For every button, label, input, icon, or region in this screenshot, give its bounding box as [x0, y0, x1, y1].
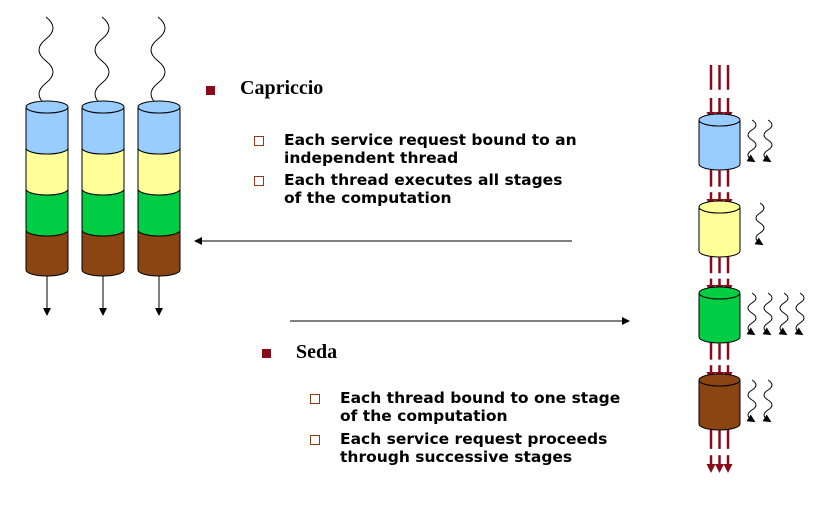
capriccio-stage-3 [81, 188, 125, 237]
thread-squiggle-icon [746, 292, 757, 336]
seda-stage-3 [698, 292, 741, 344]
capriccio-stage-1-top [81, 100, 125, 114]
seda-point-2: Each service request proceeds through su… [340, 430, 608, 466]
capriccio-stage-1 [137, 106, 181, 155]
capriccio-stage-1 [25, 106, 69, 155]
capriccio-stage-2 [25, 147, 69, 196]
thread-squiggle-icon [746, 119, 757, 163]
seda-title: Seda [296, 341, 338, 363]
capriccio-stage-1-top [25, 100, 69, 114]
sub-bullet-icon [254, 176, 264, 186]
capriccio-point-1: Each service request bound to an indepen… [284, 131, 577, 167]
capriccio-title: Capriccio [240, 77, 324, 99]
bullet-icon [262, 349, 271, 358]
capriccio-stage-4 [25, 229, 69, 277]
sub-bullet-icon [254, 136, 264, 146]
capriccio-stage-4 [137, 229, 181, 277]
thread-squiggle-icon [746, 379, 757, 423]
capriccio-stage-1-top [137, 100, 181, 114]
capriccio-stage-1 [81, 106, 125, 155]
thread-squiggle-icon [762, 292, 773, 336]
seda-stage-2-top [698, 200, 741, 214]
capriccio-stage-2 [137, 147, 181, 196]
seda-stage-4 [698, 379, 741, 431]
thread-squiggle-icon [778, 292, 789, 336]
thread-squiggle-icon [794, 292, 805, 336]
seda-stage-4-top [698, 373, 741, 387]
capriccio-stage-3 [25, 188, 69, 237]
seda-stage-3-top [698, 286, 741, 300]
seda-stage-1 [698, 119, 741, 171]
seda-stage-2 [698, 206, 741, 258]
sub-bullet-icon [310, 435, 320, 445]
thread-squiggle-icon [762, 379, 773, 423]
capriccio-stage-4 [81, 229, 125, 277]
thread-squiggle-icon [38, 16, 54, 106]
thread-squiggle-icon [150, 16, 166, 106]
seda-stage-1-top [698, 113, 741, 127]
capriccio-point-2: Each thread executes all stages of the c… [284, 171, 563, 207]
seda-point-1: Each thread bound to one stage of the co… [340, 389, 621, 425]
thread-squiggle-icon [94, 16, 110, 106]
thread-squiggle-icon [762, 119, 773, 163]
thread-squiggle-icon [754, 202, 765, 246]
bullet-icon [206, 86, 215, 95]
sub-bullet-icon [310, 394, 320, 404]
capriccio-stage-2 [81, 147, 125, 196]
capriccio-stage-3 [137, 188, 181, 237]
